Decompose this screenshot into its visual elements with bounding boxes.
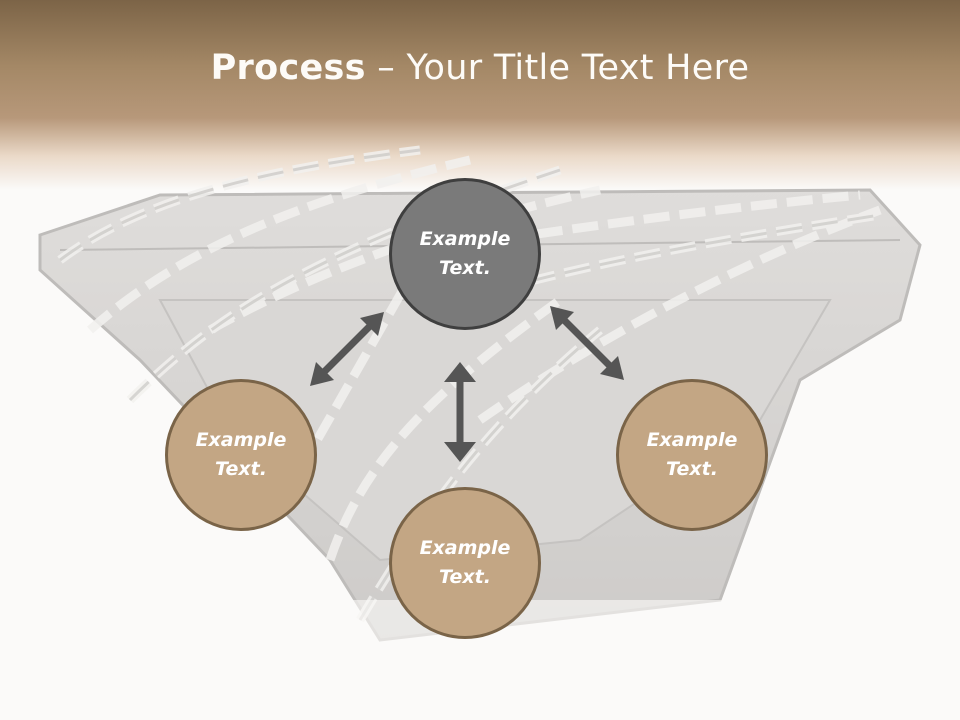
- slide-title: Process – Your Title Text Here: [0, 48, 960, 88]
- node-top-line2: Text.: [439, 257, 491, 279]
- node-left-line2: Text.: [215, 458, 267, 480]
- node-bottom-line1: Example: [419, 537, 511, 559]
- node-right-line2: Text.: [666, 458, 718, 480]
- process-node-top: Example Text.: [389, 178, 541, 330]
- title-bold: Process: [210, 48, 366, 88]
- arrow-top-bottom: [444, 362, 476, 462]
- arrow-top-right: [550, 306, 624, 380]
- header-band: [0, 0, 960, 190]
- node-right-line1: Example: [646, 429, 738, 451]
- process-node-left: Example Text.: [165, 379, 317, 531]
- title-rest: – Your Title Text Here: [365, 48, 750, 88]
- process-node-right: Example Text.: [616, 379, 768, 531]
- node-bottom-line2: Text.: [439, 566, 491, 588]
- arrow-top-left: [310, 312, 384, 386]
- node-top-line1: Example: [419, 228, 511, 250]
- process-node-bottom: Example Text.: [389, 487, 541, 639]
- node-left-line1: Example: [195, 429, 287, 451]
